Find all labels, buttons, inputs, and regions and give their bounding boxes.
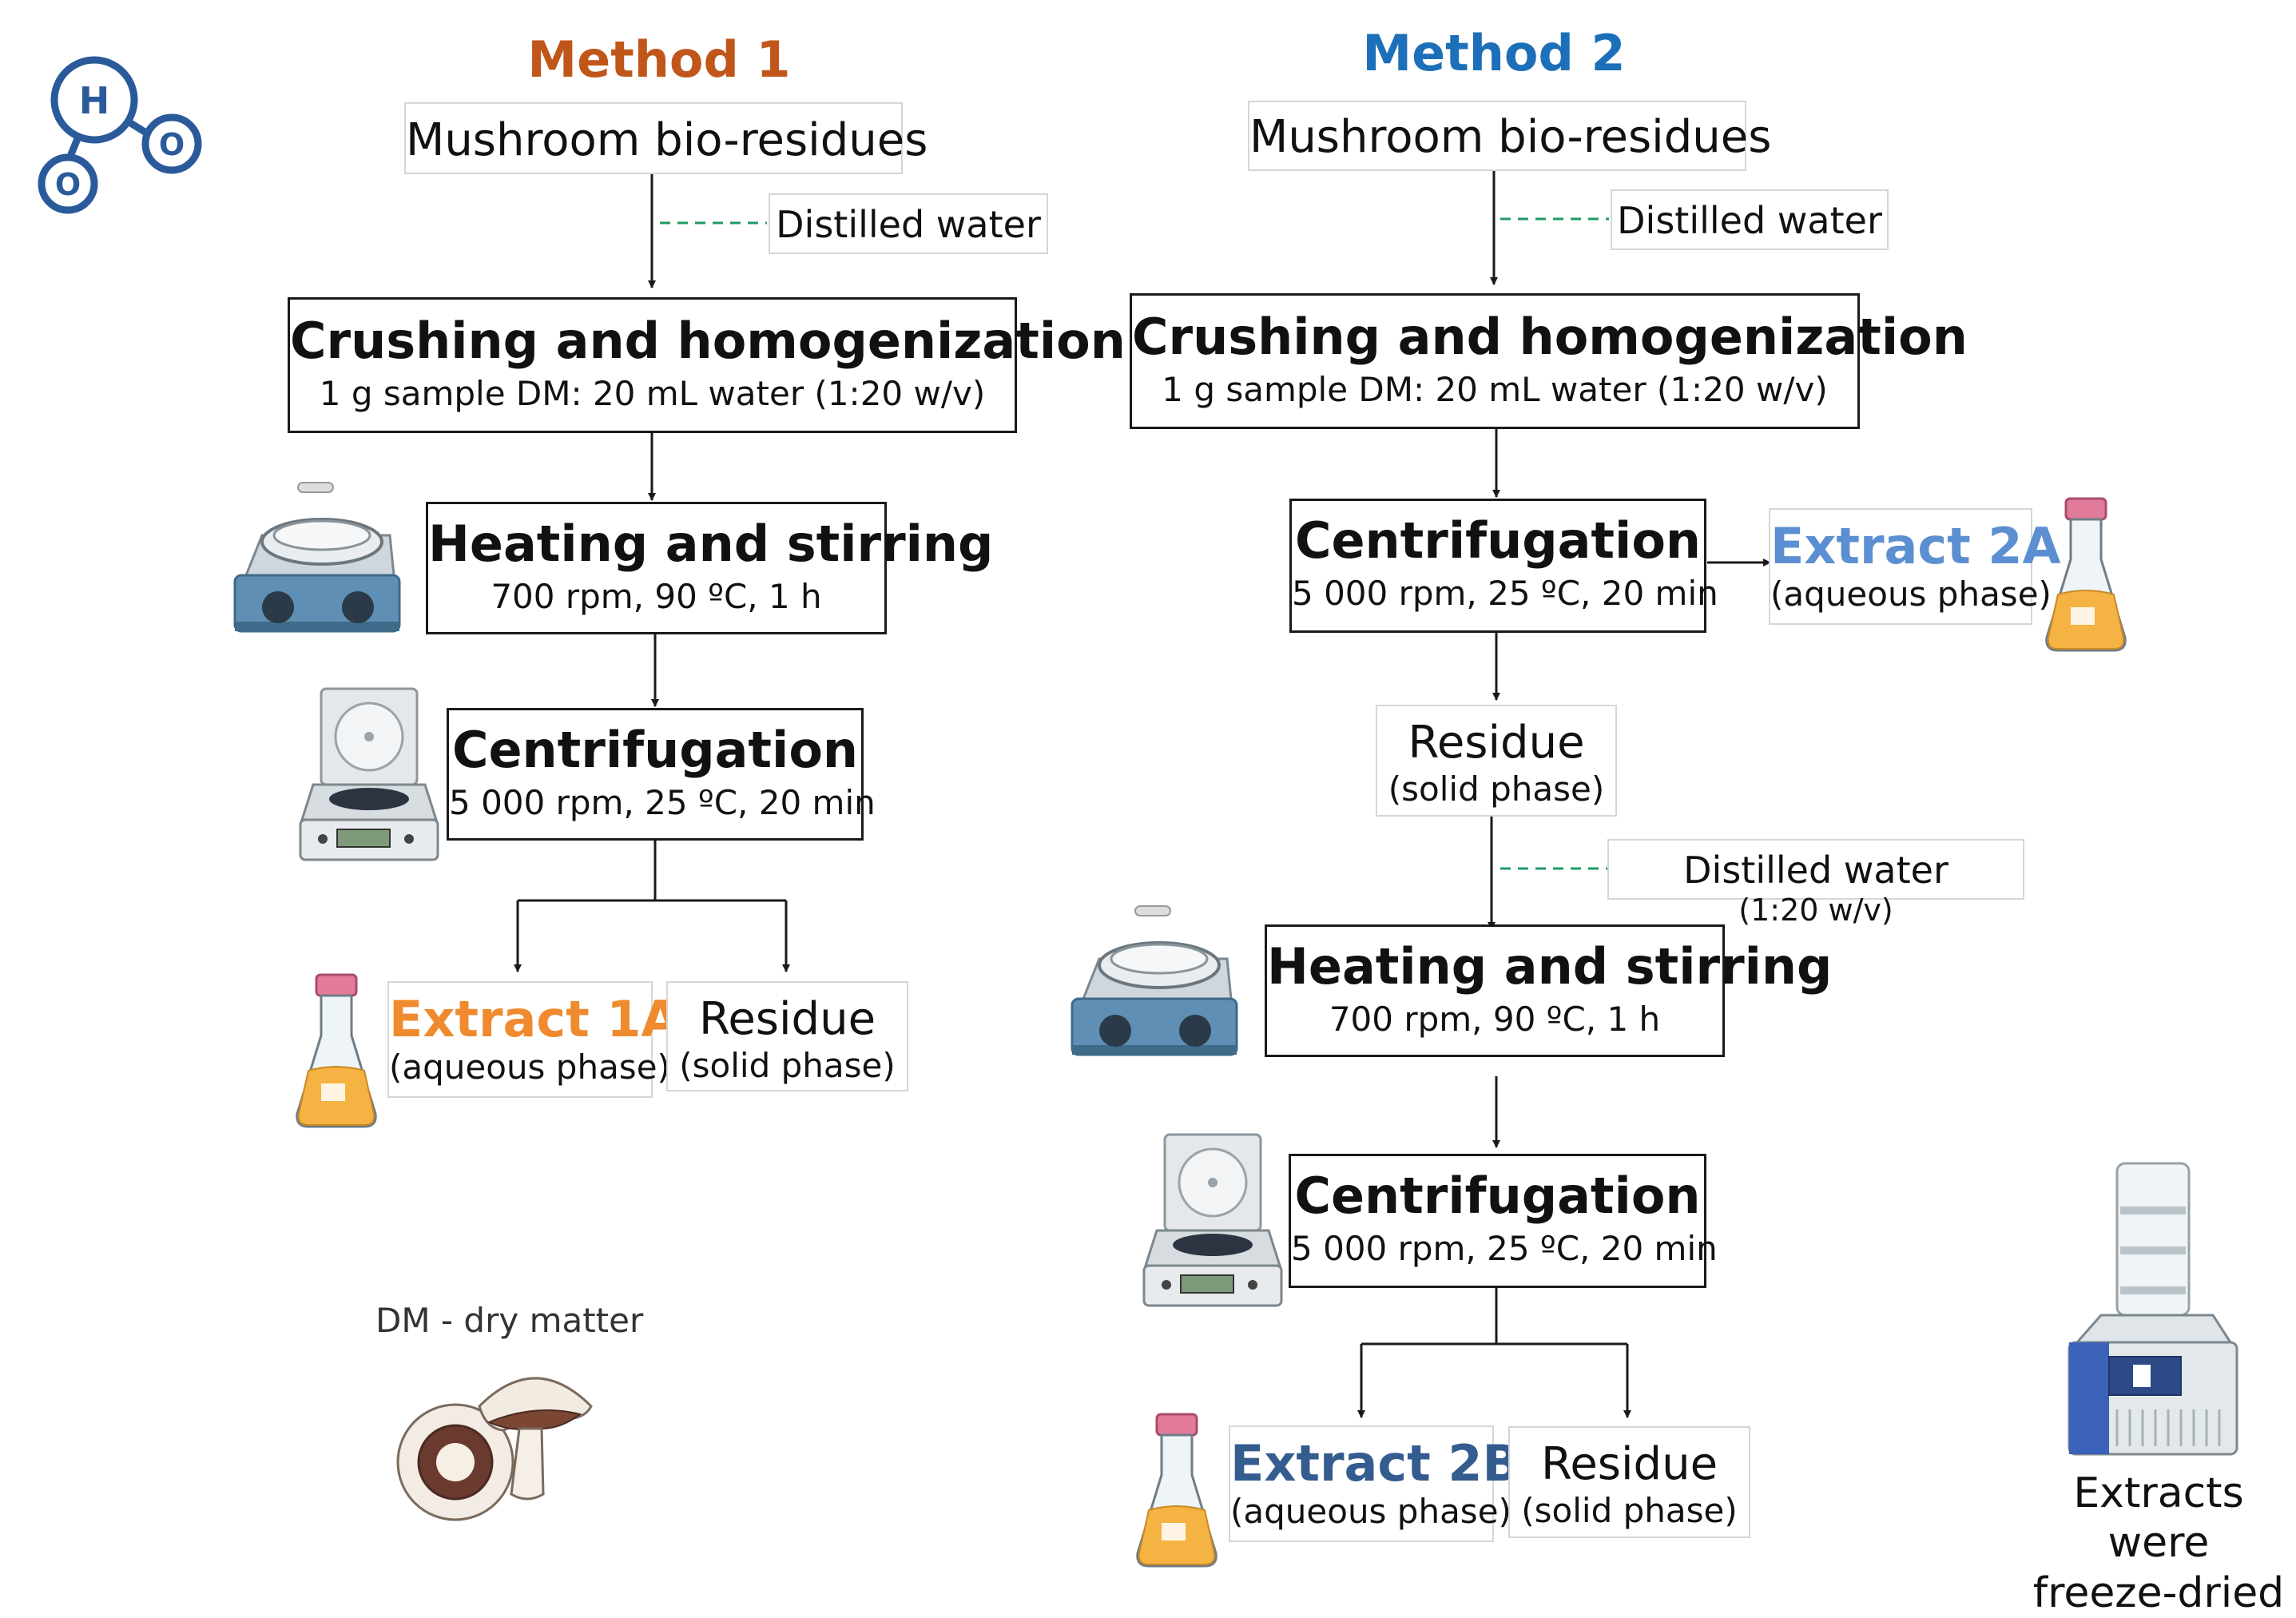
m2-residue1-title: Residue [1408,717,1585,769]
m2-solvent2-box: Distilled water (1:20 w/v) [1607,839,2024,928]
hotplate-stirrer-icon [233,482,401,633]
m2-cent2-title: Centrifugation [1294,1167,1701,1225]
m2-cent1-box: Centrifugation 5 000 rpm, 25 ºC, 20 min [1289,499,1718,633]
flask-icon [1136,1413,1218,1568]
freeze-caption-line1: Extracts were [2073,1469,2244,1568]
centrifuge-icon [1142,1133,1283,1307]
m2-start-label: Mushroom bio-residues [1249,111,1772,163]
freeze-dryer-icon [2068,1162,2238,1456]
m2-crush-box: Crushing and homogenization 1 g sample D… [1130,293,1968,429]
m1-start-label: Mushroom bio-residues [406,114,928,166]
m1-cent-title: Centrifugation [451,721,859,779]
centrifuge-icon [299,687,439,861]
m1-crush-sub: 1 g sample DM: 20 mL water (1:20 w/v) [319,374,986,414]
m1-heat-sub: 700 rpm, 90 ºC, 1 h [491,577,822,617]
m1-residue-box: Residue (solid phase) [666,981,908,1091]
m1-residue-sub: (solid phase) [679,1046,896,1086]
m2-start-box: Mushroom bio-residues [1248,101,1771,171]
m1-residue-title: Residue [698,993,876,1045]
m2-extract-a-title: Extract 2A [1770,517,2061,575]
hotplate-stirrer-icon [1071,905,1238,1056]
m2-extract-b-title: Extract 2B [1230,1434,1520,1493]
freeze-caption-line2: freeze-dried [2032,1568,2285,1617]
freeze-dried-caption: Extracts were freeze-dried [2021,1469,2296,1618]
m1-extract-title: Extract 1A [389,990,680,1048]
m1-crush-box: Crushing and homogenization 1 g sample D… [288,297,1126,433]
m2-residue1-sub: (solid phase) [1388,769,1605,809]
m2-extract-b-box: Extract 2B (aqueous phase) [1229,1425,1520,1542]
m2-solvent2-main: Distilled water [1683,849,1948,892]
m2-solvent-box: Distilled water [1611,189,1889,250]
flask-icon [296,973,377,1128]
flow-connectors [514,168,1771,1418]
water-molecule-icon: H O O [38,56,202,214]
m1-heat-title: Heating and stirring [428,515,994,573]
m2-solvent2-ratio: (1:20 w/v) [1738,892,1893,928]
atom-top: H [79,79,110,122]
m2-heat-sub: 700 rpm, 90 ºC, 1 h [1329,1000,1661,1040]
m1-extract-sub: (aqueous phase) [389,1048,670,1087]
m2-heat-title: Heating and stirring [1267,937,1833,996]
m1-heat-box: Heating and stirring 700 rpm, 90 ºC, 1 h [426,502,994,634]
m2-residue2-box: Residue (solid phase) [1508,1426,1750,1538]
m2-crush-title: Crushing and homogenization [1132,308,1968,366]
m1-cent-sub: 5 000 rpm, 25 ºC, 20 min [449,783,876,823]
m2-residue1-box: Residue (solid phase) [1376,705,1617,817]
m2-cent1-sub: 5 000 rpm, 25 ºC, 20 min [1292,574,1718,614]
mushroom-icon [396,1377,593,1521]
m1-start-box: Mushroom bio-residues [404,102,928,174]
atom-right: O [159,127,185,162]
m1-solvent-box: Distilled water [769,193,1048,254]
m2-solvent-label: Distilled water [1617,199,1882,242]
m2-extract-b-sub: (aqueous phase) [1230,1492,1511,1532]
m2-cent1-title: Centrifugation [1294,511,1702,570]
m1-crush-title: Crushing and homogenization [290,312,1126,370]
m2-heat-box: Heating and stirring 700 rpm, 90 ºC, 1 h [1265,924,1833,1057]
m2-extract-a-sub: (aqueous phase) [1770,574,2052,614]
method1-heading: Method 1 [527,30,791,89]
m2-residue2-title: Residue [1540,1438,1718,1490]
m1-solvent-label: Distilled water [776,203,1041,246]
m2-extract-a-box: Extract 2A (aqueous phase) [1769,508,2061,625]
m2-cent2-sub: 5 000 rpm, 25 ºC, 20 min [1291,1229,1718,1269]
m1-extract-box: Extract 1A (aqueous phase) [387,981,680,1098]
dm-legend: DM - dry matter [375,1301,644,1340]
method2-heading: Method 2 [1362,24,1626,82]
flask-icon [2045,497,2127,652]
m2-cent2-box: Centrifugation 5 000 rpm, 25 ºC, 20 min [1289,1154,1718,1288]
m2-residue2-sub: (solid phase) [1521,1491,1738,1531]
m2-crush-sub: 1 g sample DM: 20 mL water (1:20 w/v) [1162,370,1828,410]
atom-left: O [55,167,81,202]
m1-cent-box: Centrifugation 5 000 rpm, 25 ºC, 20 min [447,708,876,841]
